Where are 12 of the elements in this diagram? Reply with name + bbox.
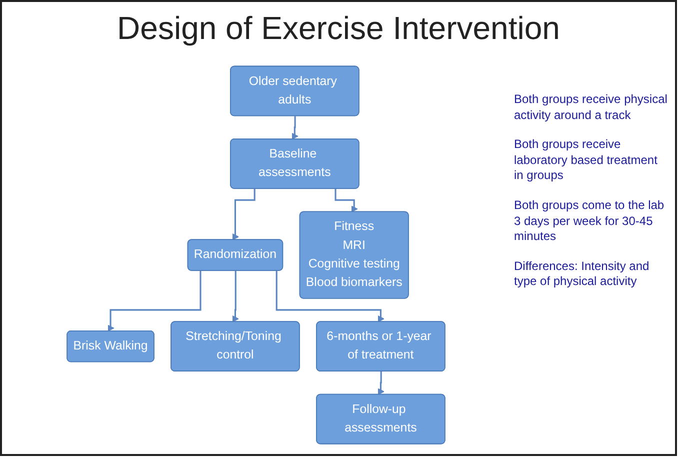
slide-title: Design of Exercise Intervention [116, 10, 561, 47]
arrow [292, 116, 298, 140]
note-text: Both groups come to the lab 3 days per week for 30-45 minutes [514, 198, 666, 245]
arrow [378, 371, 384, 395]
arrow [232, 270, 239, 322]
arrow [232, 188, 256, 240]
note-text: Differences: Intensity and type of physical activity [514, 258, 650, 290]
arrow [276, 270, 384, 322]
note-text: Both groups receive physical activity around a track [514, 92, 668, 124]
note-text: Both groups receive laboratory based treatment in groups [514, 137, 658, 184]
arrow [334, 188, 358, 212]
arrow [107, 270, 202, 332]
